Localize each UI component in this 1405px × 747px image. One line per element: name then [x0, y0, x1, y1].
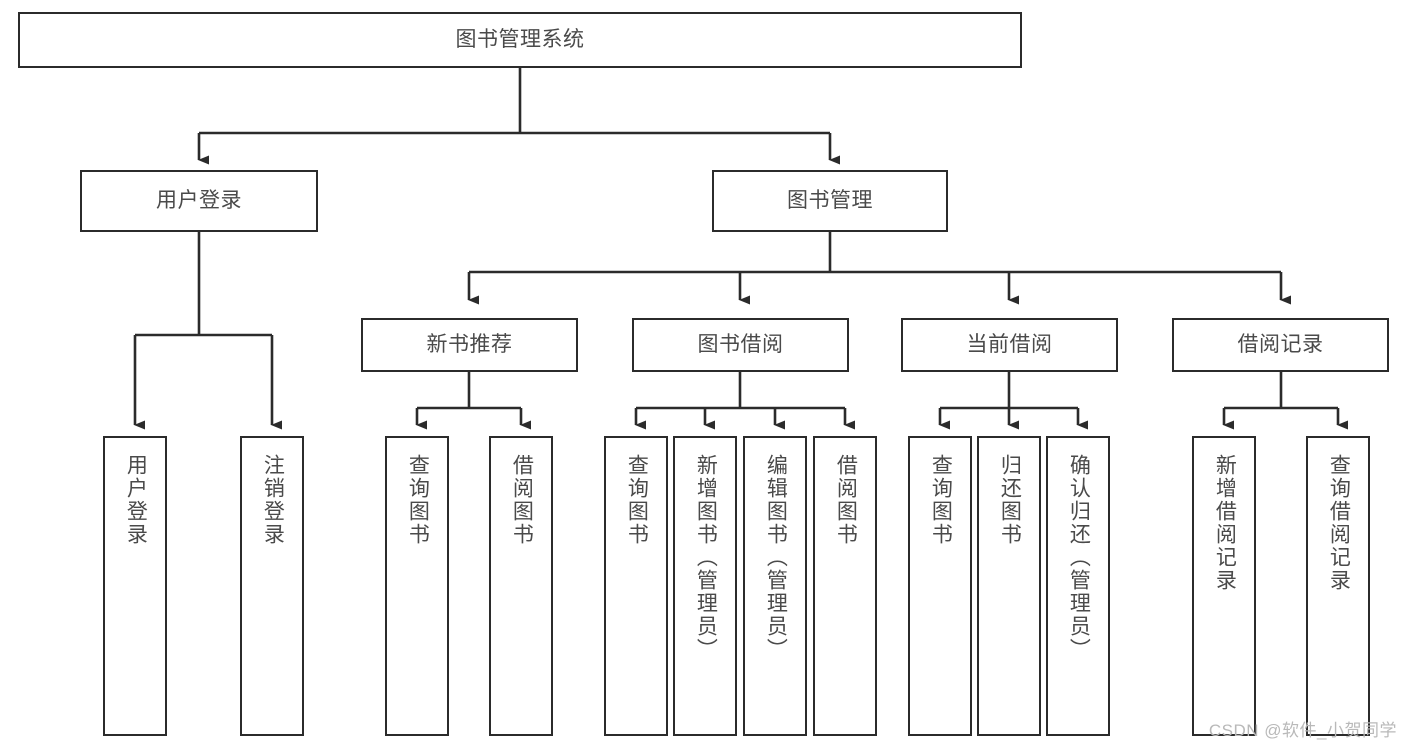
leaf-logout-login[interactable]: 注销登录 — [240, 436, 304, 736]
leaf-user-login[interactable]: 用户登录 — [103, 436, 167, 736]
leaf-return-book[interactable]: 归还图书 — [977, 436, 1041, 736]
node-label: 确认归还（管理员） — [1067, 454, 1091, 661]
leaf-query-borrow-record[interactable]: 查询借阅记录 — [1306, 436, 1370, 736]
leaf-borrow-book-recommend[interactable]: 借阅图书 — [489, 436, 553, 736]
node-label: 查询图书 — [929, 454, 953, 546]
node-label: 借阅图书 — [510, 454, 534, 546]
node-label: 图书管理 — [787, 189, 873, 213]
leaf-add-borrow-record[interactable]: 新增借阅记录 — [1192, 436, 1256, 736]
node-label: 借阅图书 — [834, 454, 858, 546]
node-label: 编辑图书（管理员） — [764, 454, 788, 661]
edges-root-to-level2 — [197, 68, 840, 165]
leaf-confirm-return-admin[interactable]: 确认归还（管理员） — [1046, 436, 1110, 736]
node-user-login[interactable]: 用户登录 — [80, 170, 318, 232]
edges-book-borrow-to-leaves — [634, 372, 855, 430]
node-label: 查询图书 — [406, 454, 430, 546]
edges-borrow-record-to-leaves — [1222, 372, 1348, 430]
node-current-borrow[interactable]: 当前借阅 — [901, 318, 1118, 372]
node-label: 新增图书（管理员） — [694, 454, 718, 661]
edges-book-management-to-level3 — [467, 232, 1291, 305]
leaf-add-book-admin[interactable]: 新增图书（管理员） — [673, 436, 737, 736]
node-new-book-recommend[interactable]: 新书推荐 — [361, 318, 578, 372]
node-label: 查询借阅记录 — [1327, 454, 1351, 592]
node-label: 查询图书 — [625, 454, 649, 546]
leaf-query-book-current[interactable]: 查询图书 — [908, 436, 972, 736]
edges-new-book-recommend-to-leaves — [415, 372, 531, 430]
node-book-borrow[interactable]: 图书借阅 — [632, 318, 849, 372]
leaf-borrow-book-borrow[interactable]: 借阅图书 — [813, 436, 877, 736]
node-borrow-record[interactable]: 借阅记录 — [1172, 318, 1389, 372]
node-label: 当前借阅 — [966, 333, 1053, 357]
leaf-edit-book-admin[interactable]: 编辑图书（管理员） — [743, 436, 807, 736]
node-label: 用户登录 — [156, 189, 242, 213]
node-label: 归还图书 — [998, 454, 1022, 546]
leaf-query-book-borrow[interactable]: 查询图书 — [604, 436, 668, 736]
node-label: 图书借阅 — [697, 333, 784, 357]
leaf-query-book-recommend[interactable]: 查询图书 — [385, 436, 449, 736]
node-label: 用户登录 — [124, 454, 148, 546]
node-root-system[interactable]: 图书管理系统 — [18, 12, 1022, 68]
edges-current-borrow-to-leaves — [938, 372, 1088, 430]
watermark-text: CSDN @软件_小贺同学 — [1208, 721, 1397, 740]
node-label: 注销登录 — [261, 454, 285, 546]
node-label: 新增借阅记录 — [1213, 454, 1237, 592]
node-book-management[interactable]: 图书管理 — [712, 170, 948, 232]
node-label: 新书推荐 — [426, 333, 513, 357]
node-label: 图书管理系统 — [455, 28, 585, 52]
edges-user-login-to-leaves — [133, 232, 282, 430]
node-label: 借阅记录 — [1237, 333, 1324, 357]
